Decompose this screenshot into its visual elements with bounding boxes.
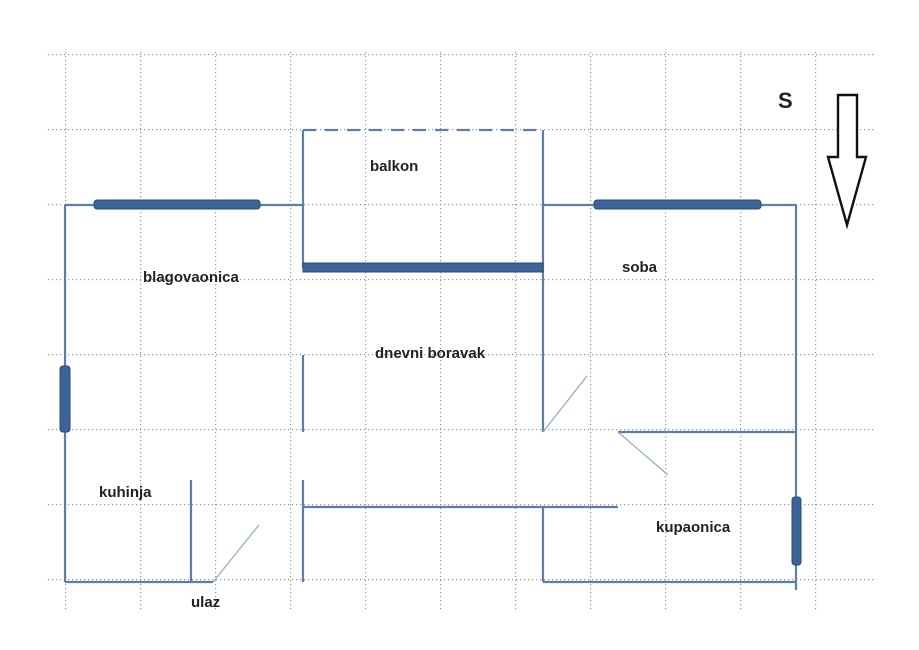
windows: [59, 199, 802, 566]
orientation-label: S: [778, 88, 793, 113]
room-label-kupaonica: kupaonica: [656, 519, 731, 536]
room-label-blagovaonica: blagovaonica: [143, 269, 240, 286]
room-label-ulaz: ulaz: [191, 594, 220, 611]
window-room: [593, 199, 762, 210]
room-label-dnevni-boravak: dnevni boravak: [375, 345, 486, 362]
room-label-kuhinja: kuhinja: [99, 484, 152, 501]
dotted-grid: [45, 50, 875, 610]
door-swing-bathroom: [617, 431, 669, 476]
window-bathroom: [791, 496, 802, 566]
window-dining: [93, 199, 261, 210]
door-swings: [212, 375, 669, 583]
arrow-down-outline-icon: [826, 93, 868, 230]
room-label-soba: soba: [622, 259, 658, 276]
room-label-balkon: balkon: [370, 158, 418, 175]
window-left: [59, 365, 71, 433]
door-swing-entrance: [212, 524, 260, 583]
door-swing-room: [542, 375, 588, 433]
window-balcony-door: [302, 262, 544, 273]
